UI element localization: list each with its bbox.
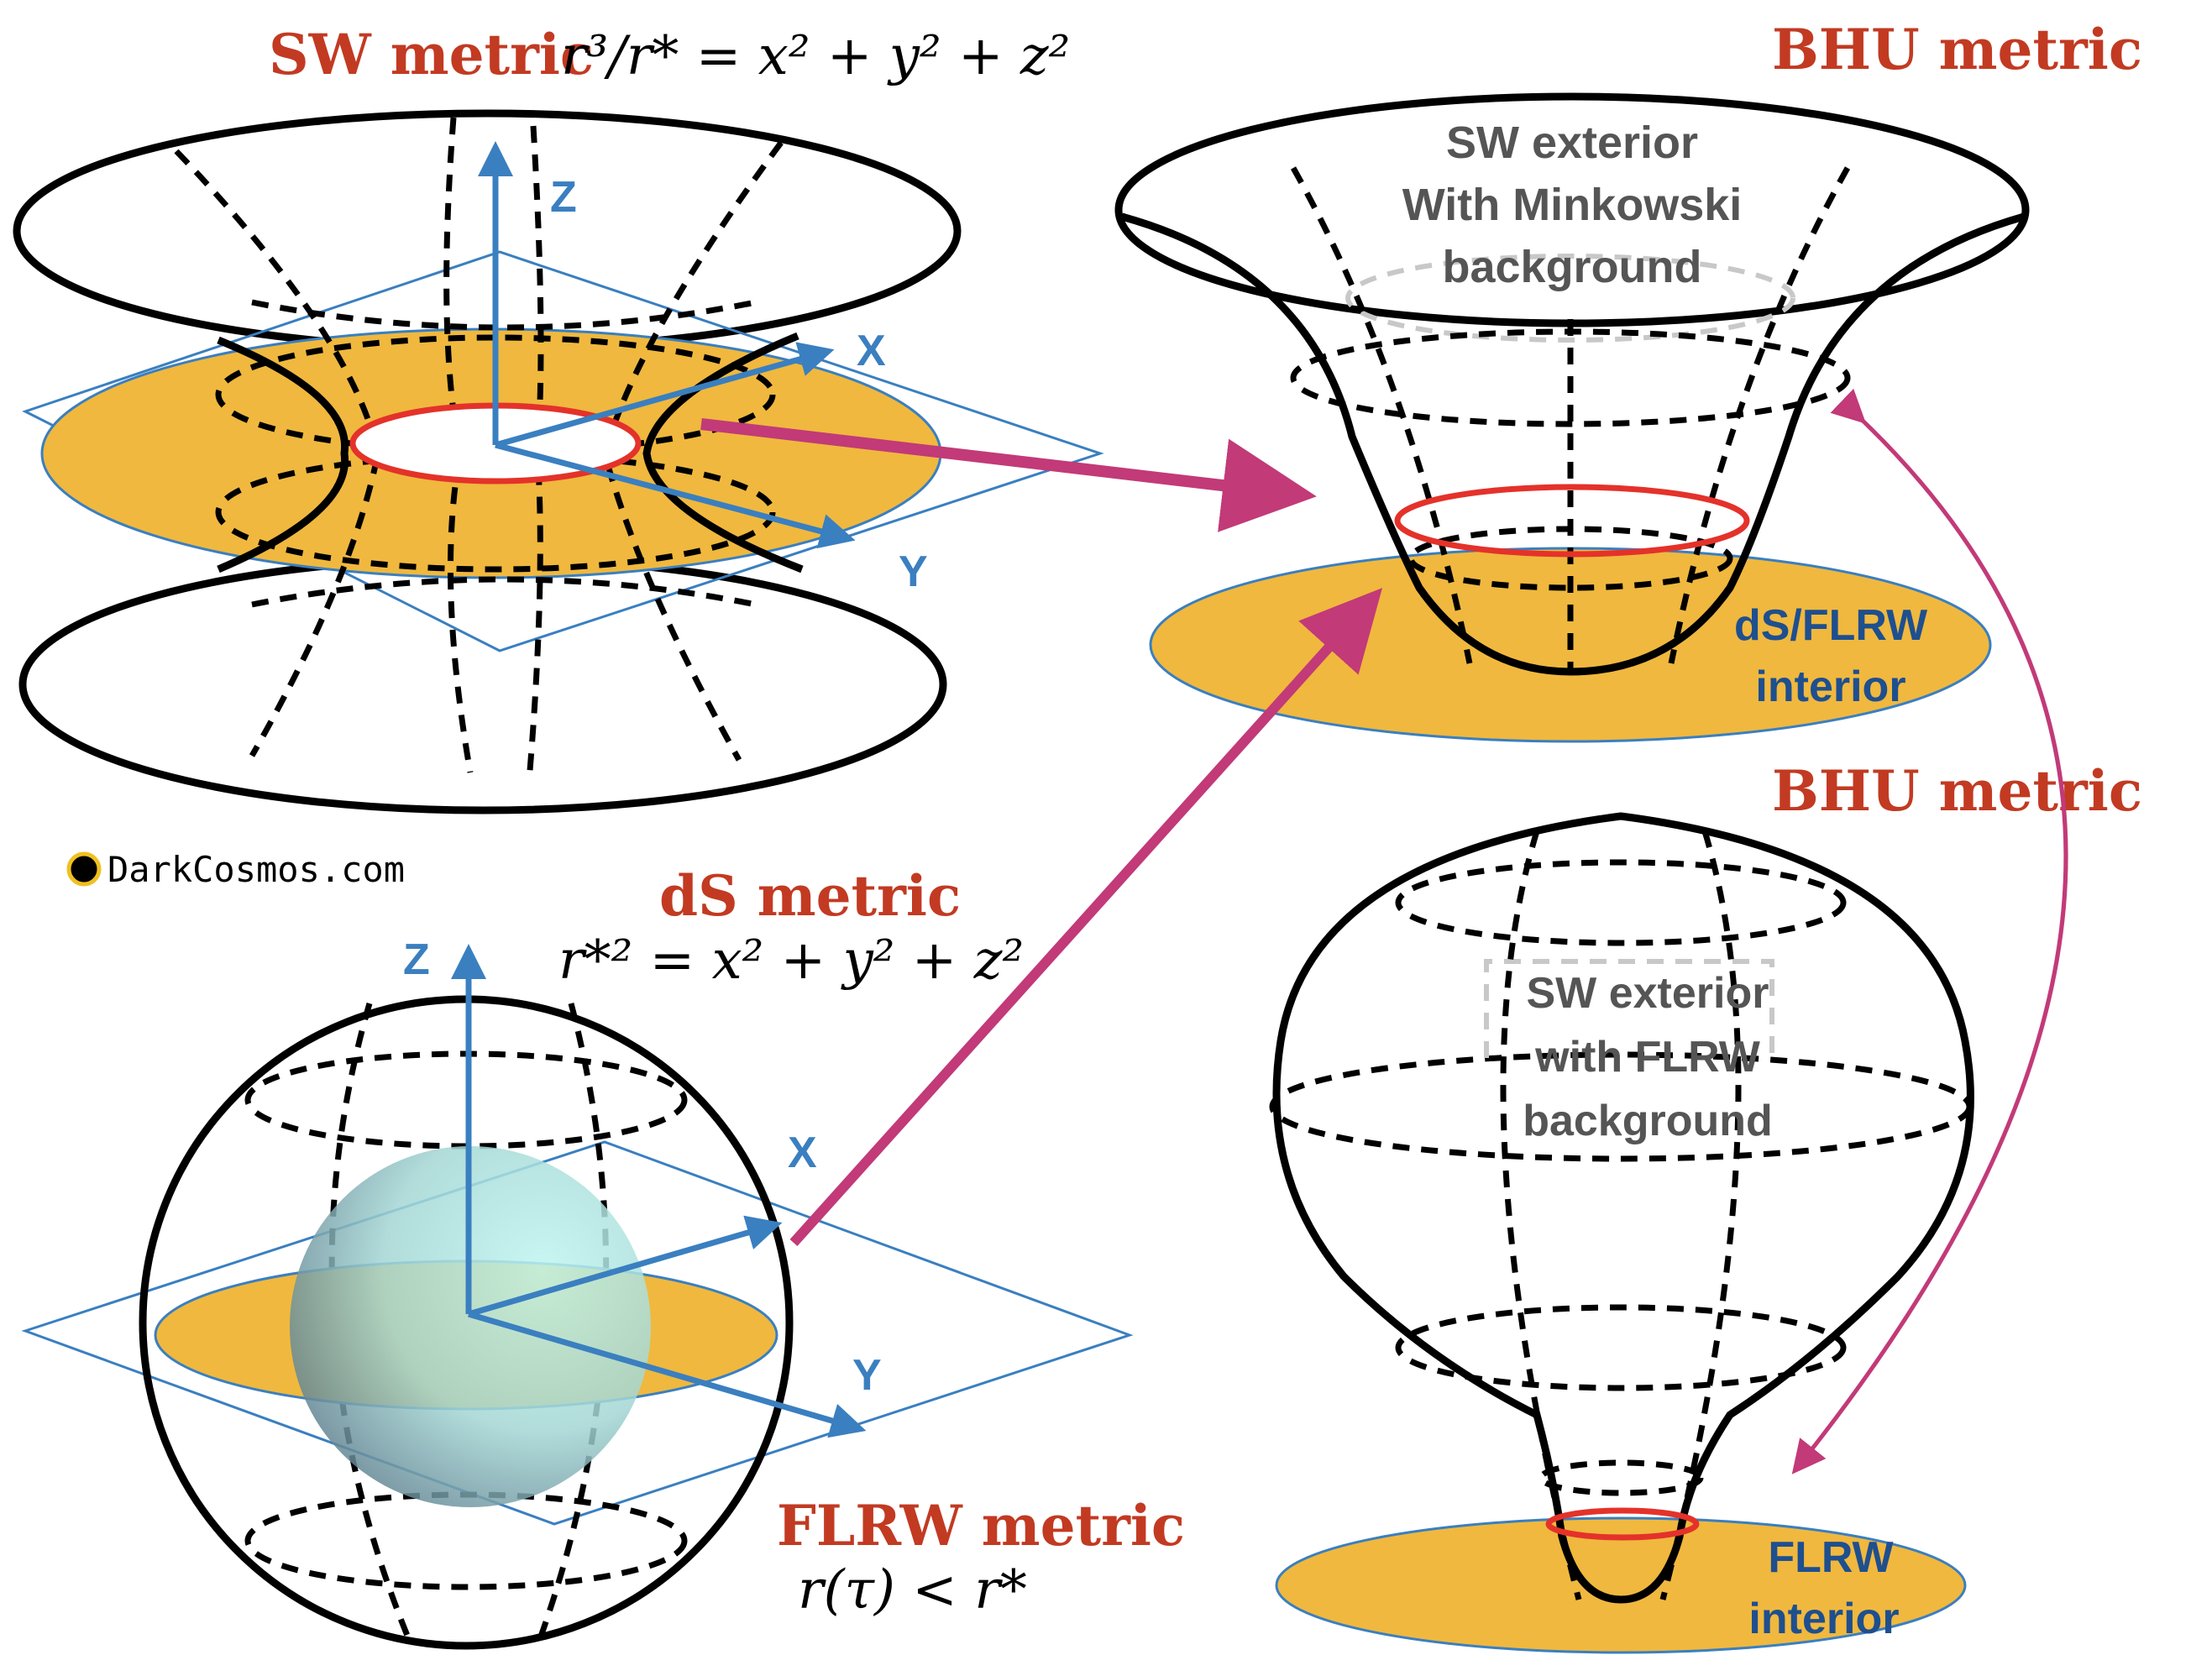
- sw-title: SW metric: [269, 22, 594, 87]
- sw-meridian-1: [443, 117, 474, 773]
- sw-throat-right: [642, 332, 804, 574]
- ds-y-axis: [468, 1311, 867, 1438]
- ds-title: dS metric: [659, 863, 961, 929]
- ds-to-bhu-arrow: [789, 588, 1383, 1247]
- bhu-bottom-lat-1: [1395, 859, 1847, 946]
- flrw-ball: [290, 1146, 651, 1507]
- sw-dash-ring-2: [215, 452, 776, 573]
- bhu-equivalence-arrow: [1791, 388, 2068, 1474]
- sw-x-label: X: [857, 327, 886, 375]
- bhu-top-title: BHU metric: [1772, 17, 2142, 82]
- ds-x-axis: [468, 1215, 783, 1317]
- bhu-bottom-horizon-ring: [1545, 1507, 1700, 1541]
- bhu-bottom-exterior-line-2: with FLRW: [1534, 1033, 1761, 1082]
- bhu-bottom-meridian-2: [1659, 830, 1742, 1600]
- bhu-top-meridian-1: [1290, 166, 1473, 664]
- bhu-top-grey-ring: [1345, 254, 1795, 343]
- bhu-bottom-meridian-1: [1500, 830, 1582, 1600]
- sw-upper-dash: [251, 299, 757, 331]
- bhu-bottom-panel: BHU metric SW exterior with FLRW backgro…: [1269, 758, 2142, 1654]
- credit-text[interactable]: DarkCosmos.com: [107, 849, 405, 890]
- bhu-bottom-title: BHU metric: [1772, 758, 2142, 824]
- bhu-top-horizon-ring: [1394, 484, 1750, 558]
- flrw-equation: r(τ) < r*: [798, 1559, 1027, 1621]
- sw-x-axis: [495, 342, 835, 448]
- bhu-top-interior-line-1: dS/FLRW: [1734, 601, 1928, 650]
- bhu-bottom-lat-4: [1538, 1459, 1704, 1496]
- bhu-top-panel: BHU metric SW exterior With Minkowski ba…: [1114, 17, 2142, 743]
- ds-z-label: Z: [403, 935, 430, 984]
- bhu-top-meridian-3: [1668, 166, 1851, 664]
- sw-equation: r³/r* = x² + y² + z²: [561, 25, 1070, 87]
- sw-throat-left: [217, 336, 349, 574]
- bhu-bottom-exterior-line-1: SW exterior: [1527, 969, 1769, 1018]
- sw-z-label: Z: [550, 173, 577, 222]
- bhu-bottom-grey-outline: [1484, 959, 1774, 1058]
- sw-panel: SW metric r³/r* = x² + y² + z² Z X Y: [13, 22, 1104, 814]
- bhu-top-interior-line-2: interior: [1755, 663, 1905, 711]
- sw-y-axis: [495, 442, 856, 549]
- bhu-bottom-disk: [1275, 1516, 1967, 1654]
- ds-y-label: Y: [852, 1351, 882, 1400]
- credit: DarkCosmos.com: [66, 849, 405, 890]
- sw-to-bhu-arrow: [700, 418, 1317, 532]
- ds-equation: r*² = x² + y² + z²: [558, 930, 1024, 992]
- flrw-title: FLRW metric: [777, 1493, 1185, 1558]
- mapping-arrows: [700, 388, 2068, 1474]
- bhu-bottom-balloon: [1272, 812, 1974, 1604]
- sw-top-rim: [13, 109, 962, 353]
- sw-bottom-rim: [18, 554, 947, 814]
- bhu-bottom-interior-line-1: FLRW: [1768, 1533, 1894, 1582]
- ds-lat-2: [244, 1491, 688, 1590]
- bhu-bottom-interior-line-2: interior: [1748, 1595, 1899, 1643]
- sw-lower-dash: [251, 576, 757, 608]
- bhu-top-exterior-line-2: With Minkowski: [1402, 180, 1743, 230]
- sw-y-label: Y: [899, 547, 928, 596]
- bhu-bottom-exterior-line-3: background: [1523, 1097, 1773, 1145]
- black-dot-icon: [66, 851, 102, 887]
- bhu-bottom-lat-2: [1269, 1051, 1973, 1162]
- bhu-top-exterior-line-3: background: [1442, 242, 1701, 292]
- bhu-top-exterior-line-1: SW exterior: [1446, 118, 1698, 168]
- ds-panel: dS metric r*² = x² + y² + z² Z X Y FLRW …: [21, 863, 1185, 1650]
- ds-x-label: X: [788, 1129, 817, 1177]
